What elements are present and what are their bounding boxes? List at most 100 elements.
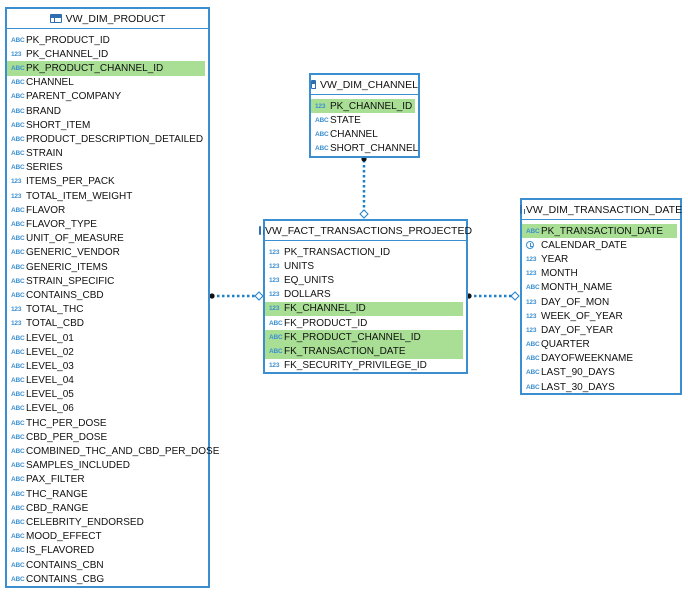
column-name: PAX_FILTER — [26, 474, 85, 486]
column-name: MONTH — [541, 268, 578, 280]
text-type-icon: ABC — [11, 36, 25, 44]
text-type-icon: ABC — [269, 319, 283, 327]
table-header: VW_FACT_TRANSACTIONS_PROJECTED — [258, 221, 472, 241]
column-name: PK_CHANNEL_ID — [26, 48, 109, 60]
text-type-icon: ABC — [11, 561, 25, 569]
column-name: UNIT_OF_MEASURE — [26, 233, 124, 245]
table-icon — [258, 226, 264, 235]
column-row[interactable]: CALENDAR_DATE — [522, 238, 680, 252]
column-name: FK_CHANNEL_ID — [284, 303, 366, 315]
column-name: PK_TRANSACTION_DATE — [541, 225, 664, 237]
column-name: LEVEL_05 — [26, 389, 74, 401]
column-name: CHANNEL — [330, 128, 378, 140]
text-type-icon: ABC — [11, 362, 25, 370]
column-name: LEVEL_02 — [26, 346, 74, 358]
text-type-icon: ABC — [11, 518, 25, 526]
column-name: ITEMS_PER_PACK — [26, 176, 115, 188]
column-name: PRODUCT_DESCRIPTION_DETAILED — [26, 133, 204, 145]
column-name: PK_PRODUCT_CHANNEL_ID — [26, 62, 164, 74]
number-type-icon: 123 — [11, 306, 22, 314]
text-type-icon: ABC — [11, 206, 25, 214]
column-row[interactable]: 123 WEEK_OF_YEAR — [522, 309, 680, 323]
column-name: STRAIN — [26, 148, 63, 160]
column-name: FLAVOR — [26, 204, 66, 216]
text-type-icon: ABC — [11, 575, 25, 583]
column-name: STRAIN_SPECIFIC — [26, 275, 115, 287]
text-type-icon: ABC — [11, 221, 25, 229]
number-type-icon: 123 — [526, 312, 537, 320]
column-name: WEEK_OF_YEAR — [541, 310, 623, 322]
link-diamond-channel-fact — [359, 209, 369, 219]
text-type-icon: ABC — [11, 476, 25, 484]
column-name: SHORT_CHANNEL — [330, 143, 419, 155]
column-name: TOTAL_ITEM_WEIGHT — [26, 190, 133, 202]
